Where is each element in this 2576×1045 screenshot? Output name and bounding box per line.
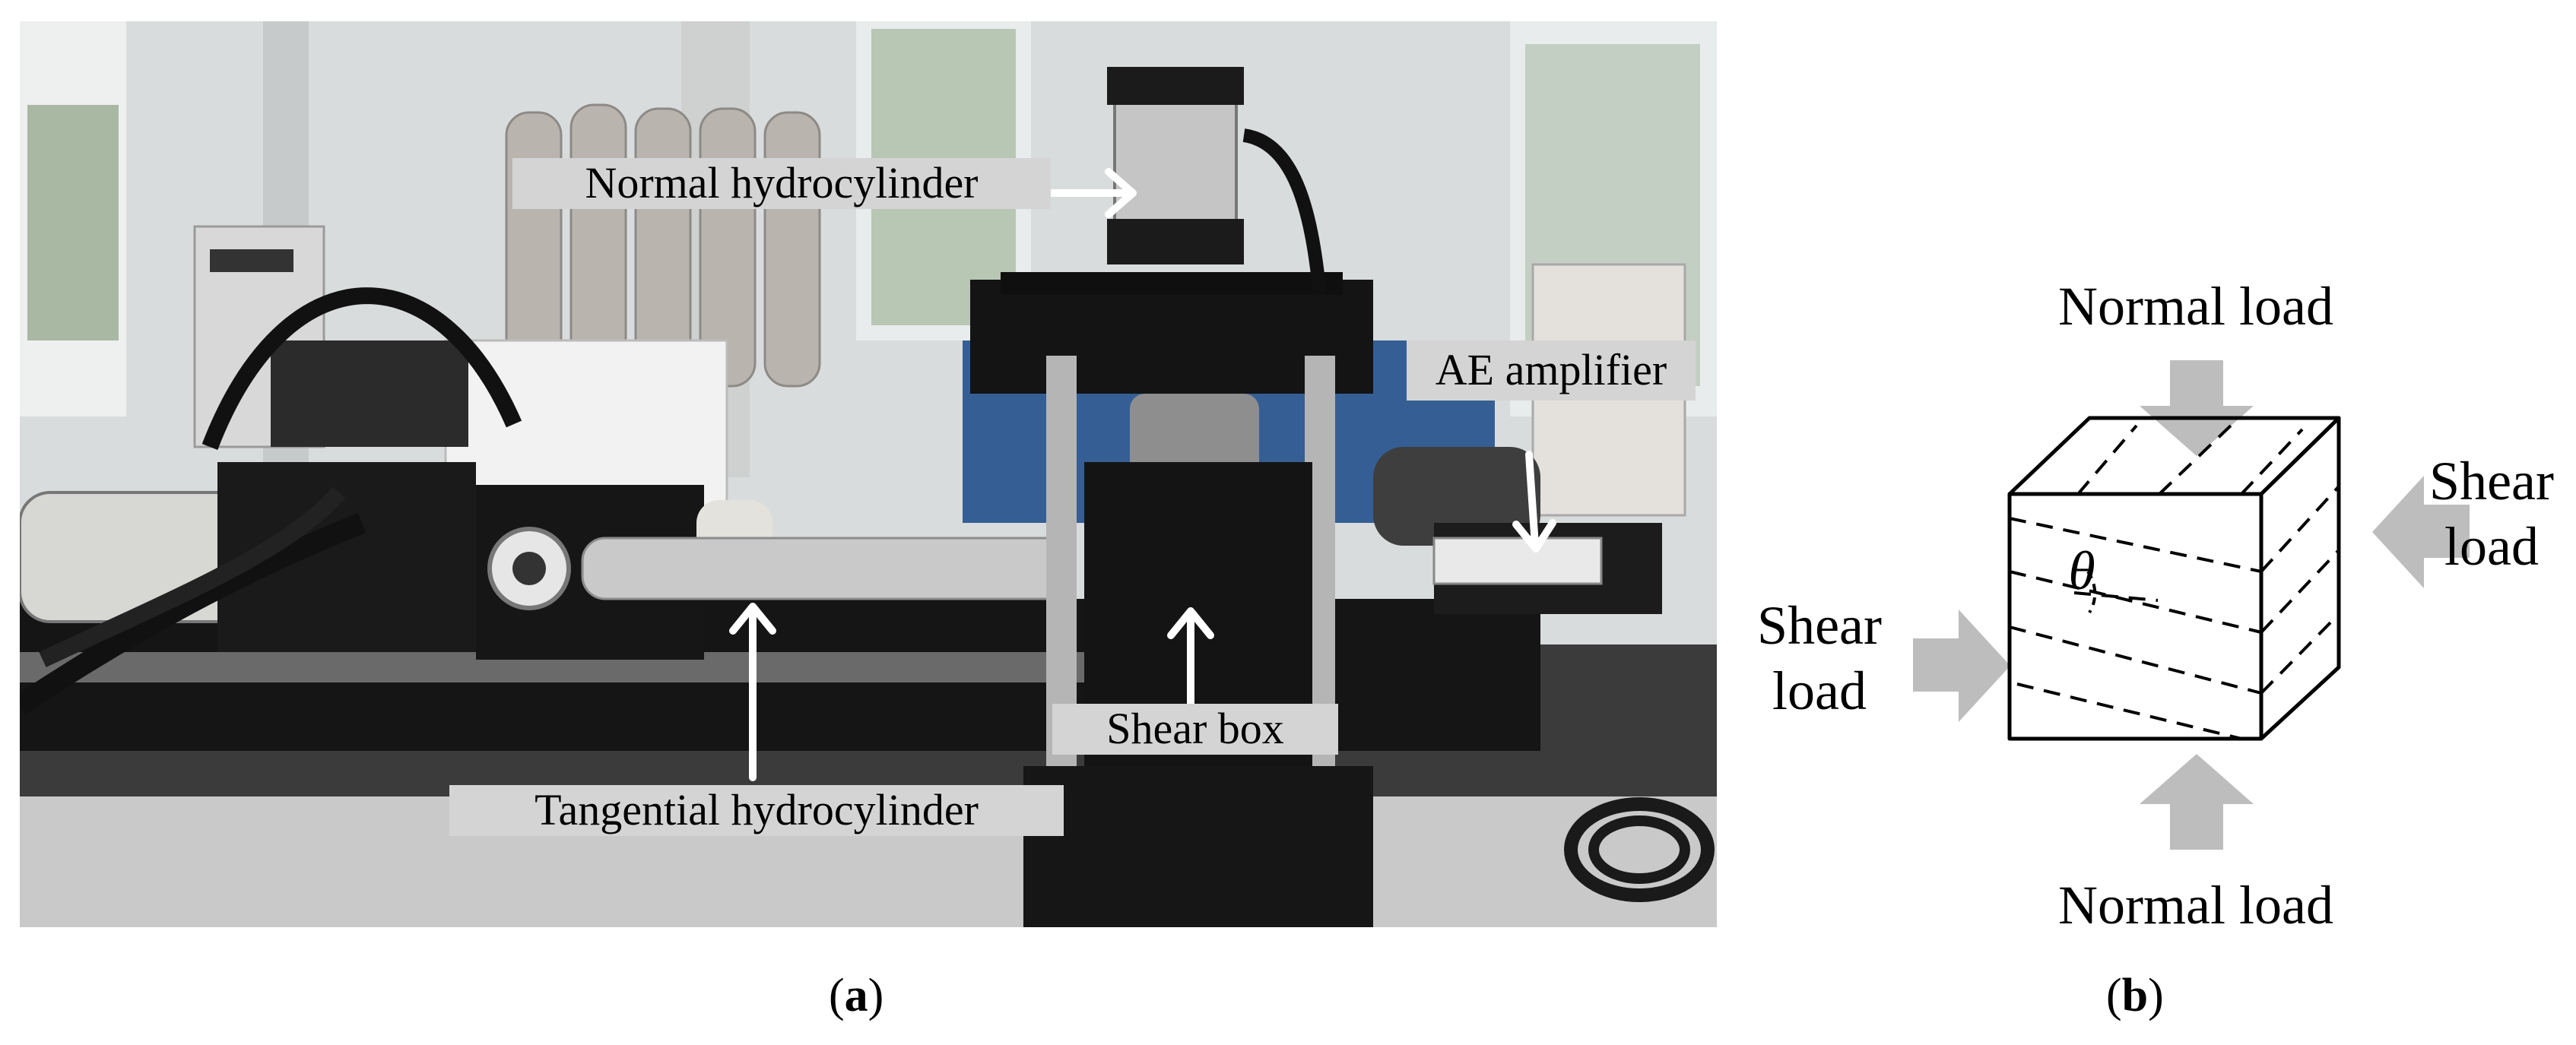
shear-box-label: Shear box (1052, 704, 1338, 755)
normal-load-top-label: Normal load (2058, 276, 2333, 337)
ae-amplifier-label: AE amplifier (1407, 340, 1696, 401)
caption-a: (a) (829, 970, 884, 1021)
caption-a-letter: a (844, 970, 868, 1021)
panel-a-photo: Normal hydrocylinder AE amplifier Shear … (20, 21, 1717, 927)
tangential-hydrocylinder-label: Tangential hydrocylinder (449, 785, 1064, 836)
load-diagram (1913, 360, 2470, 850)
panel-b-diagram: Normal load Normal load Shear load Shear… (1717, 0, 2576, 1045)
load-arrows (1913, 360, 2470, 850)
shear-load-right-label: Shear load (2429, 451, 2554, 578)
joint-lines (2009, 424, 2340, 740)
normal-load-bottom-label: Normal load (2058, 875, 2333, 936)
shear-load-left-label: Shear load (1757, 595, 1882, 722)
caption-b: (b) (2106, 970, 2164, 1021)
normal-hydrocylinder-label: Normal hydrocylinder (512, 158, 1051, 209)
caption-b-letter: b (2121, 970, 2149, 1021)
cube-specimen (2007, 416, 2341, 741)
theta-symbol: θ (2068, 540, 2095, 601)
